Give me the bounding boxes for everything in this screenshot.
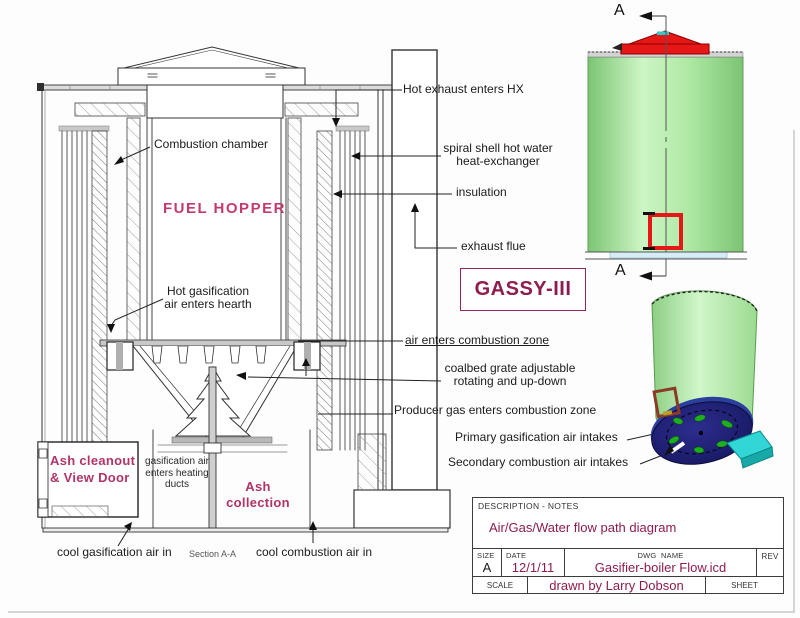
right-firebrick-wall: [287, 117, 302, 343]
size-label: SIZE: [477, 551, 495, 560]
label-air-enters-combustion: air enters combustion zone: [405, 333, 550, 347]
label-combustion-chamber: Combustion chamber: [154, 137, 269, 151]
label-hot-gasification: Hot gasification air enters hearth: [164, 284, 252, 311]
label-secondary-intakes: Secondary combustion air intakes: [448, 455, 629, 469]
left-heat-exchanger-shell: [58, 125, 110, 451]
description-notes-header: DESCRIPTION - NOTES: [478, 501, 579, 511]
scale-label: SCALE: [486, 580, 514, 590]
sheet-cell: SHEET: [705, 577, 783, 593]
title-block-description-section: DESCRIPTION - NOTES Air/Gas/Water flow p…: [473, 498, 783, 549]
red-viewport-frame: [643, 212, 683, 250]
dwg-name-label: DWG NAME: [637, 551, 684, 560]
label-cool-combustion: cool combustion air in: [256, 545, 373, 559]
scale-cell: SCALE: [473, 577, 527, 593]
date-label: DATE: [506, 551, 527, 560]
cross-section-view: [37, 46, 451, 533]
title-block-middle-row: SIZE A DATE 12/1/11 DWG NAME Gasifier-bo…: [473, 549, 783, 577]
right-insulation: [316, 130, 333, 451]
dwg-name-value: Gasifier-boiler Flow.icd: [594, 560, 727, 575]
sheet-label: SHEET: [731, 580, 758, 590]
label-hot-exhaust: Hot exhaust enters HX: [403, 82, 524, 96]
date-value: 12/1/11: [511, 560, 555, 575]
drawing-description: Air/Gas/Water flow path diagram: [489, 520, 677, 535]
label-cool-gasification: cool gasification air in: [57, 545, 172, 559]
label-primary-intakes: Primary gasification air intakes: [455, 430, 618, 444]
hopper-cap: [117, 46, 306, 119]
title-block: DESCRIPTION - NOTES Air/Gas/Water flow p…: [472, 497, 784, 594]
hearth-and-grate: [99, 339, 347, 531]
label-producer-gas: Producer gas enters combustion zone: [394, 403, 597, 417]
section-arrow-top: [639, 11, 666, 21]
exhaust-flue-column: [353, 49, 451, 529]
section-marker-a-top: A: [614, 2, 625, 19]
ash-cleanout-door: [37, 441, 139, 518]
rev-cell: REV: [756, 549, 783, 576]
rev-label: REV: [761, 552, 779, 561]
label-ash-collection: Ash collection: [226, 479, 290, 510]
label-gasification-ducts: gasification air enters heating ducts: [145, 456, 209, 490]
label-exhaust-flue: exhaust flue: [461, 239, 526, 253]
label-ash-cleanout-door: Ash cleanout & View Door: [50, 453, 136, 485]
red-cap: [612, 30, 710, 55]
label-insulation: insulation: [456, 185, 507, 199]
section-arrow-bottom: [639, 271, 666, 281]
drawn-by-cell: drawn by Larry Dobson: [527, 577, 705, 593]
left-insulation: [91, 130, 108, 451]
label-coalbed-grate: coalbed grate adjustable rotating and up…: [444, 361, 576, 388]
air-intake-holes: [668, 414, 733, 454]
title-block-bottom-row: SCALE drawn by Larry Dobson SHEET: [473, 577, 783, 593]
leader-lines: [107, 89, 669, 547]
right-heat-exchanger-shell: [335, 125, 370, 451]
date-cell: DATE 12/1/11: [501, 549, 564, 576]
drawn-by-value: drawn by Larry Dobson: [549, 577, 684, 593]
boiler-front-view: [585, 11, 747, 281]
fuel-hopper-walls: [146, 117, 287, 343]
size-cell: SIZE A: [473, 549, 501, 576]
label-fuel-hopper: FUEL HOPPER: [163, 200, 286, 217]
model-name: GASSY-III: [474, 278, 572, 300]
left-firebrick-wall: [126, 117, 141, 343]
section-marker-a-bottom: A: [615, 262, 626, 279]
dwg-name-cell: DWG NAME Gasifier-boiler Flow.icd: [564, 549, 756, 576]
boiler-bottom-view: [650, 290, 774, 469]
size-value: A: [482, 560, 492, 575]
label-section-ref: Section A-A: [189, 549, 237, 559]
base-plate: [42, 527, 449, 533]
label-spiral-shell: spiral shell hot water heat-exchanger: [443, 141, 553, 168]
cyan-ash-drawer: [726, 430, 774, 469]
model-name-box: GASSY-III: [460, 268, 586, 311]
